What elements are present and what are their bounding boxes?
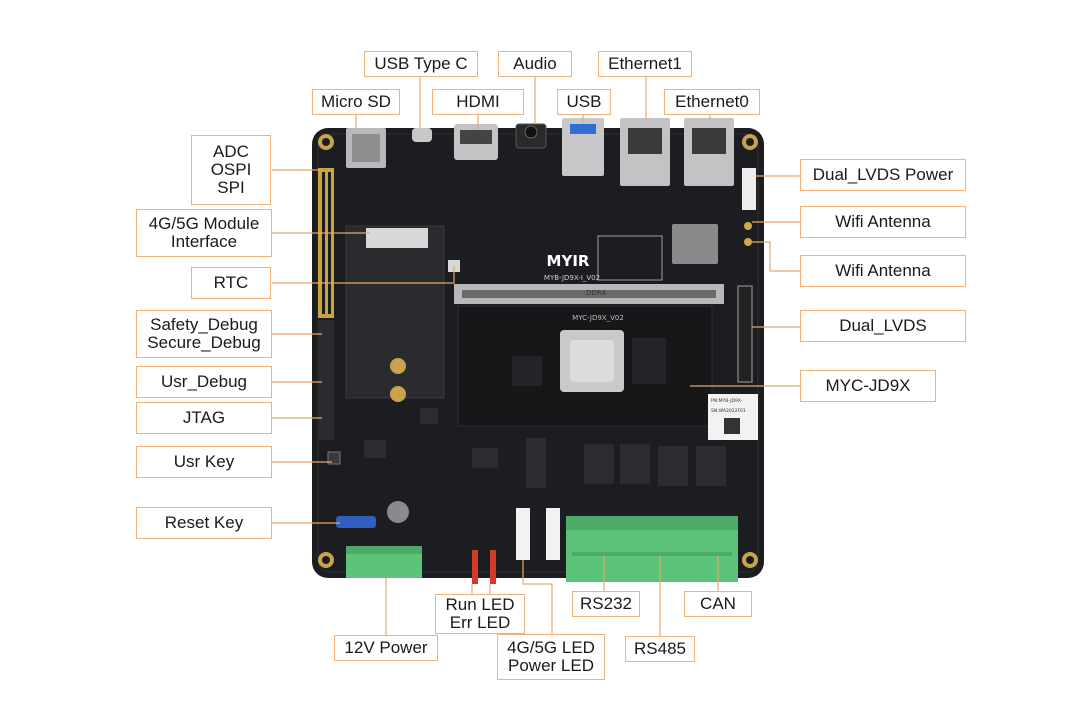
brand-text: MYIR [547,252,590,270]
reset-key [336,516,376,528]
capacitor [387,501,409,523]
lvds-power-connector [742,168,756,210]
label-micro-sd: Micro SD [312,89,400,115]
run-led [472,550,478,584]
label-usb-type-c: USB Type C [364,51,478,77]
label-usr-debug: Usr_Debug [136,366,272,398]
label-dual-lvds: Dual_LVDS [800,310,966,342]
svg-text:PN:MYB-JD9X-: PN:MYB-JD9X- [711,398,743,404]
leader-lines [272,76,800,636]
label-rs232: RS232 [572,591,640,617]
som-id-text: MYC-JD9X_V02 [572,314,624,322]
label-usr-key: Usr Key [136,446,272,478]
misc-components [364,408,726,488]
wifi-antenna-connector-1 [744,222,752,230]
label-myc-jd9x: MYC-JD9X [800,370,936,402]
wifi-module [672,224,718,264]
label-rs485: RS485 [625,636,695,662]
label-ethernet1: Ethernet1 [598,51,692,77]
spec-table [597,235,663,281]
connector-marking: DDR4 [586,289,607,297]
err-led [490,550,496,584]
label-usb: USB [557,89,611,115]
label-ethernet0: Ethernet0 [664,89,760,115]
label-jtag: JTAG [136,402,272,434]
carrier-id-text: MYB-JD9X-I_V02 [544,274,600,282]
lvds-connector [737,285,753,383]
label-rtc: RTC [191,267,271,299]
label-hdmi: HDMI [432,89,524,115]
usb-type-c-port [412,128,432,142]
led-block [516,508,530,560]
label-12v-power: 12V Power [334,635,438,661]
label-can: CAN [684,591,752,617]
gpio-header [318,168,334,318]
label-audio: Audio [498,51,572,77]
label-dual-lvds-power: Dual_LVDS Power [800,159,966,191]
svg-text:SN:WA2022F01: SN:WA2022F01 [711,408,746,414]
label-wifi-antenna-2: Wifi Antenna [800,255,966,287]
wifi-antenna-connector-2 [744,238,752,246]
usr-key [327,451,341,465]
label-wifi-antenna-1: Wifi Antenna [800,206,966,238]
label-reset-key: Reset Key [136,507,272,539]
